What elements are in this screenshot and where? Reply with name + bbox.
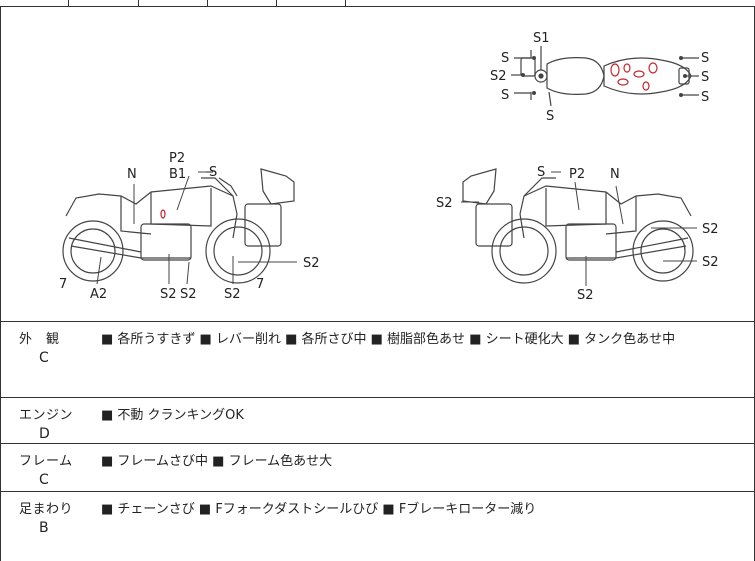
row-grade: D xyxy=(39,426,50,442)
label-n-right: N xyxy=(610,167,620,182)
label-s2-right-d: S2 xyxy=(577,288,594,303)
label-s-top-bottom: S xyxy=(546,109,554,124)
condition-row-engine: エンジン D ■ 不動 クランキングOK xyxy=(0,398,755,444)
label-s2-right-c: S2 xyxy=(702,255,719,270)
condition-row-exterior: 外 観 C ■ 各所うすきず ■ レバー削れ ■ 各所さび中 ■ 樹脂部色あせ … xyxy=(0,322,755,398)
label-s-top-right-1: S xyxy=(701,51,709,66)
top-view-bike xyxy=(511,46,699,107)
row-category: 足まわり xyxy=(19,502,74,517)
label-7-left-a: 7 xyxy=(59,277,67,292)
label-s2-left-c: S2 xyxy=(224,287,241,302)
label-n-left: N xyxy=(127,167,137,182)
label-a2-left: A2 xyxy=(90,287,107,302)
label-s2-top-left: S2 xyxy=(490,69,507,84)
left-leader-lines xyxy=(96,171,297,285)
row-notes: ■ フレームさび中 ■ フレーム色あせ大 xyxy=(101,454,333,469)
damage-marks-top xyxy=(610,62,658,91)
damage-diagram: S1 S S2 S S S S S P2 B1 S N 7 A2 S2 S2 S… xyxy=(0,6,755,322)
header-row-remnant xyxy=(0,0,755,7)
label-s2-left-a: S2 xyxy=(160,287,177,302)
row-grade: C xyxy=(39,472,49,488)
label-s-top-left-1: S xyxy=(501,51,509,66)
damage-mark-left-tank xyxy=(160,209,166,219)
label-s1-top: S1 xyxy=(533,31,550,46)
row-notes: ■ 不動 クランキングOK xyxy=(101,408,244,423)
row-notes: ■ チェーンさび ■ Fフォークダストシールひび ■ Fブレーキローター減り xyxy=(101,502,537,517)
right-side-bike xyxy=(462,168,694,284)
label-s-top-right-3: S xyxy=(701,90,709,105)
label-s2-left-d: S2 xyxy=(303,256,320,271)
label-p2-left: P2 xyxy=(169,151,185,166)
row-grade: B xyxy=(39,520,49,536)
condition-row-suspension: 足まわり B ■ チェーンさび ■ Fフォークダストシールひび ■ Fブレーキロ… xyxy=(0,492,755,561)
label-s-top-left-2: S xyxy=(501,88,509,103)
label-s2-right-a: S2 xyxy=(436,196,453,211)
row-category: エンジン xyxy=(19,408,74,423)
label-s-left-top: S xyxy=(209,165,217,180)
header-cell-divider xyxy=(207,0,208,6)
header-cell-divider xyxy=(138,0,139,6)
condition-row-frame: フレーム C ■ フレームさび中 ■ フレーム色あせ大 xyxy=(0,444,755,492)
row-category: 外 観 xyxy=(19,332,60,347)
label-s-right-top: S xyxy=(537,165,545,180)
row-grade: C xyxy=(39,350,49,366)
row-category: フレーム xyxy=(19,454,73,469)
label-s2-left-b: S2 xyxy=(180,287,197,302)
label-s-top-right-2: S xyxy=(701,70,709,85)
label-p2-right: P2 xyxy=(569,167,585,182)
label-s2-right-b: S2 xyxy=(702,222,719,237)
header-cell-divider xyxy=(68,0,69,6)
row-notes: ■ 各所うすきず ■ レバー削れ ■ 各所さび中 ■ 樹脂部色あせ ■ シート硬… xyxy=(101,332,676,347)
motorcycle-diagram-svg: S1 S S2 S S S S S P2 B1 S N 7 A2 S2 S2 S… xyxy=(59,31,719,303)
left-side-bike xyxy=(62,168,295,284)
header-cell-divider xyxy=(276,0,277,6)
label-7-left-b: 7 xyxy=(256,277,264,292)
label-b1-left: B1 xyxy=(169,167,186,182)
header-cell-divider xyxy=(345,0,346,6)
right-leader-lines xyxy=(461,171,697,286)
